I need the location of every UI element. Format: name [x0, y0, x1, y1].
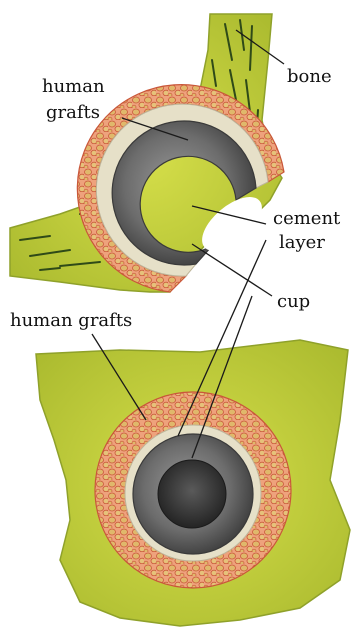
label-cement-line1: cement — [273, 210, 340, 228]
label-human-grafts-top-line2: grafts — [46, 104, 100, 122]
label-cement-line2: layer — [279, 234, 325, 252]
top-figure — [10, 14, 284, 292]
label-bone: bone — [287, 68, 332, 86]
label-cup: cup — [277, 293, 310, 311]
label-human-grafts-bottom: human grafts — [10, 312, 132, 330]
label-human-grafts-top-line1: human — [42, 78, 105, 96]
bottom-figure — [36, 340, 350, 626]
bottom-cup-inner — [158, 460, 226, 528]
